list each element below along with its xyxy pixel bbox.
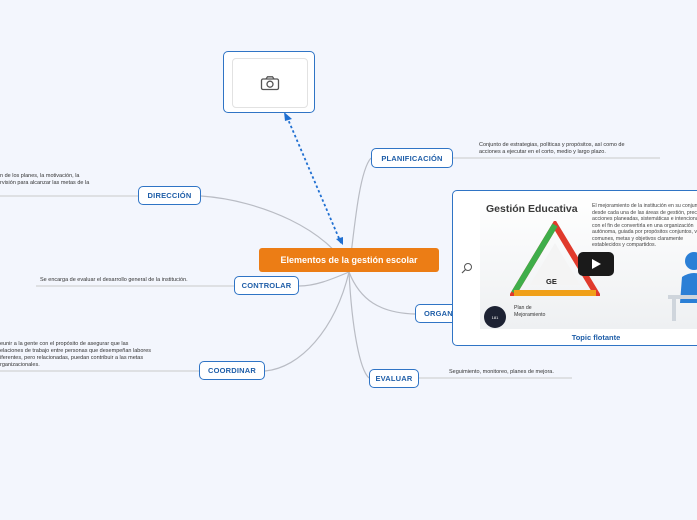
note-line-text: Seguimiento, monitoreo, planes de mejora… — [449, 369, 554, 375]
topic-direccion[interactable]: DIRECCIÓN — [138, 186, 201, 205]
triangle-label: GE — [546, 277, 557, 286]
link-coordinar — [264, 271, 350, 372]
note-coordinar: eunir a la gente con el propósito de ase… — [0, 341, 151, 369]
note-line-text: elaciones de trabajo entre personas que … — [0, 348, 152, 354]
floating-topic-caption: Topic flotante — [571, 333, 621, 342]
note-controlar: Se encarga de evaluar el desarrollo gene… — [40, 277, 188, 284]
plan-label-line: Mejoramiento — [514, 311, 546, 318]
plan-label: Plan de Mejoramiento — [514, 305, 545, 318]
triangle-graphic — [510, 221, 600, 296]
topic-controlar[interactable]: CONTROLAR — [234, 276, 299, 295]
floating-topic[interactable]: Gestión Educativa GE Plan de Mejoramient… — [452, 190, 697, 346]
note-line-text: n de los planes, la motivación, la — [0, 173, 80, 179]
arrow-head-bottom — [336, 237, 343, 245]
figure-illustration — [668, 252, 697, 321]
note-line-text: iferentes, pero relacionadas, puedan con… — [0, 355, 144, 361]
plan-label-line: Plan de — [514, 305, 532, 311]
image-topic[interactable] — [223, 51, 315, 113]
note-planificacion: Conjunto de estrategias, políticas y pro… — [479, 142, 625, 156]
link-evaluar — [348, 271, 370, 379]
note-line-text: acciones a ejecutar en el corto, medio y… — [479, 149, 606, 155]
video-title: Gestión Educativa — [486, 203, 578, 215]
seal-logo: 181 — [484, 306, 506, 328]
link-organ — [348, 271, 416, 315]
note-direccion: n de los planes, la motivación, la rvisi… — [0, 173, 89, 187]
note-line-text: Conjunto de estrategias, políticas y pro… — [479, 142, 625, 148]
play-button[interactable] — [578, 252, 614, 276]
note-line-text: rvisión para alcanzar las metas de la — [0, 180, 90, 186]
topic-evaluar[interactable]: EVALUAR — [369, 369, 419, 388]
dotted-relationship — [286, 116, 342, 244]
note-line-text: Se encarga de evaluar el desarrollo gene… — [40, 277, 188, 283]
topic-organ[interactable]: ORGAN — [415, 304, 459, 323]
topic-coordinar[interactable]: COORDINAR — [199, 361, 265, 380]
video-description: El mejoramiento de la institución en su … — [592, 203, 697, 248]
note-line-text: rganizacionales. — [0, 362, 40, 368]
arrow-head-top — [284, 112, 292, 121]
video-embed[interactable]: Gestión Educativa GE Plan de Mejoramient… — [480, 195, 697, 329]
topic-planificacion[interactable]: PLANIFICACIÓN — [371, 148, 453, 168]
play-icon — [592, 259, 601, 269]
note-evaluar: Seguimiento, monitoreo, planes de mejora… — [449, 369, 554, 376]
camera-icon — [260, 76, 280, 91]
central-topic[interactable]: Elementos de la gestión escolar — [259, 248, 439, 272]
note-line-text: eunir a la gente con el propósito de ase… — [0, 341, 129, 347]
search-icon[interactable] — [461, 262, 473, 274]
image-placeholder[interactable] — [232, 58, 308, 108]
link-controlar — [298, 271, 350, 287]
